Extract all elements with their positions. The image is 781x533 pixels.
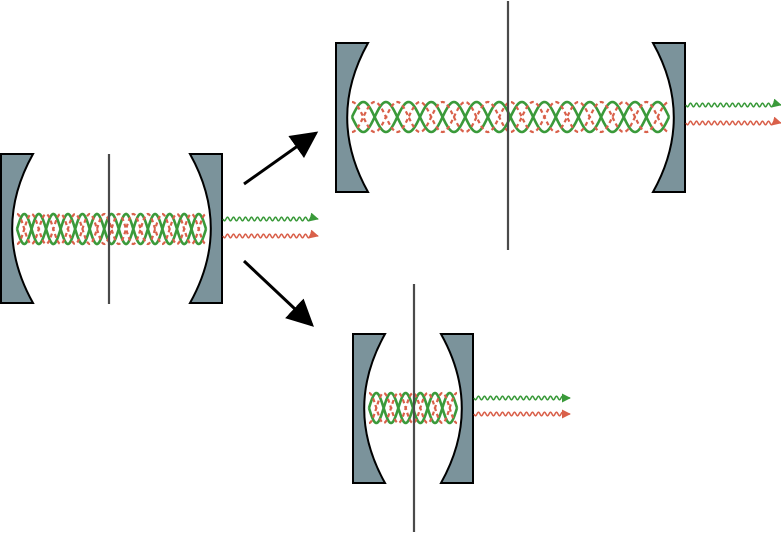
- red-output-beam: [473, 409, 571, 419]
- green-standing-wave: [15, 212, 208, 246]
- green-output-beam: [473, 393, 571, 403]
- left-mirror: [0, 153, 35, 304]
- red-standing-wave: [351, 100, 670, 134]
- arrow-to-lengthened-cavity: [243, 131, 319, 186]
- green-output-beam: [685, 98, 781, 108]
- green-standing-wave: [15, 212, 208, 246]
- left-mirror: [335, 42, 370, 193]
- arrow-to-shortened-cavity: [242, 259, 314, 327]
- right-mirror: [439, 333, 474, 484]
- red-output-beam: [222, 229, 319, 239]
- right-mirror: [188, 153, 223, 304]
- left-mirror: [352, 333, 387, 484]
- right-mirror: [651, 42, 686, 193]
- green-output-beam: [222, 212, 319, 222]
- cavity-original: [0, 153, 319, 304]
- red-standing-wave: [16, 212, 207, 246]
- green-standing-wave: [350, 100, 671, 134]
- red-standing-wave: [16, 212, 207, 246]
- red-standing-wave: [351, 100, 670, 134]
- cavity-shortened: [352, 284, 571, 532]
- red-output-beam: [685, 116, 781, 126]
- cavity-lengthened: [335, 1, 781, 250]
